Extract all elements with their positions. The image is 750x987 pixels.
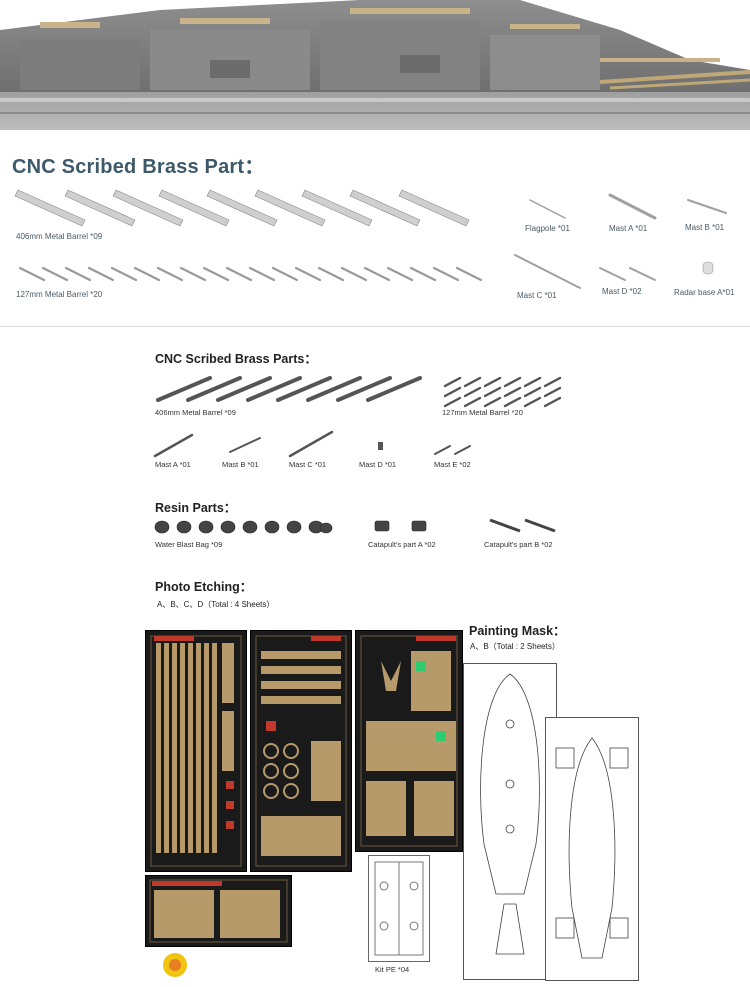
brass-label-mast-a: Mast A *01	[155, 460, 191, 469]
top-label-flagpole: Flagpole *01	[525, 224, 570, 233]
top-label-mast-b: Mast B *01	[685, 223, 725, 232]
top-label-radar-base: Radar base A*01	[674, 288, 735, 297]
resin-label-catapult-a: Catapult's part A *02	[368, 540, 436, 549]
brass-label-mast-e: Mast E *02	[434, 460, 471, 469]
painting-mask-title: Painting Mask：	[469, 624, 566, 638]
top-brass-parts-illustration	[14, 189, 727, 289]
photo-etching-subtitle: A、B、C、D（Total : 4 Sheets）	[157, 600, 275, 609]
painting-mask-subtitle: A、B（Total : 2 Sheets）	[470, 642, 560, 651]
resin-label-blast-bag: Water Blast Bag *09	[155, 540, 223, 549]
top-label-mast-a: Mast A *01	[609, 224, 648, 233]
brass-label-mast-d: Mast D *01	[359, 460, 397, 469]
brand-logo	[160, 950, 190, 980]
resin-parts-illustration	[154, 518, 556, 534]
resin-label-catapult-b: Catapult's part B *02	[484, 540, 553, 549]
top-brass-title: CNC Scribed Brass Part：	[12, 156, 265, 178]
brass-label-127mm: 127mm Metal Barrel *20	[442, 408, 523, 417]
brass-parts-title: CNC Scribed Brass Parts：	[155, 352, 317, 366]
pe-sheet-d	[145, 875, 292, 947]
top-label-mast-c: Mast C *01	[517, 291, 557, 300]
top-label-406mm: 406mm Metal Barrel *09	[16, 232, 103, 241]
brass-label-mast-c: Mast C *01	[289, 460, 327, 469]
kit-pe-label: Kit PE *04	[375, 965, 410, 974]
pe-sheet-a	[145, 630, 247, 872]
top-label-mast-d: Mast D *02	[602, 287, 642, 296]
kit-pe-frame	[368, 855, 430, 962]
brass-parts-illustration	[153, 376, 562, 458]
pe-sheet-b	[250, 630, 352, 872]
top-brass-section	[0, 130, 750, 327]
top-label-127mm: 127mm Metal Barrel *20	[16, 290, 103, 299]
mask-sheet-a	[463, 663, 557, 980]
brass-label-mast-b: Mast B *01	[222, 460, 259, 469]
hero-ship-image	[0, 0, 750, 130]
brass-label-406mm: 406mm Metal Barrel *09	[155, 408, 236, 417]
photo-etching-title: Photo Etching：	[155, 580, 253, 594]
pe-sheet-c	[355, 630, 463, 852]
resin-parts-title: Resin Parts：	[155, 501, 237, 515]
mask-sheet-b	[545, 717, 639, 981]
